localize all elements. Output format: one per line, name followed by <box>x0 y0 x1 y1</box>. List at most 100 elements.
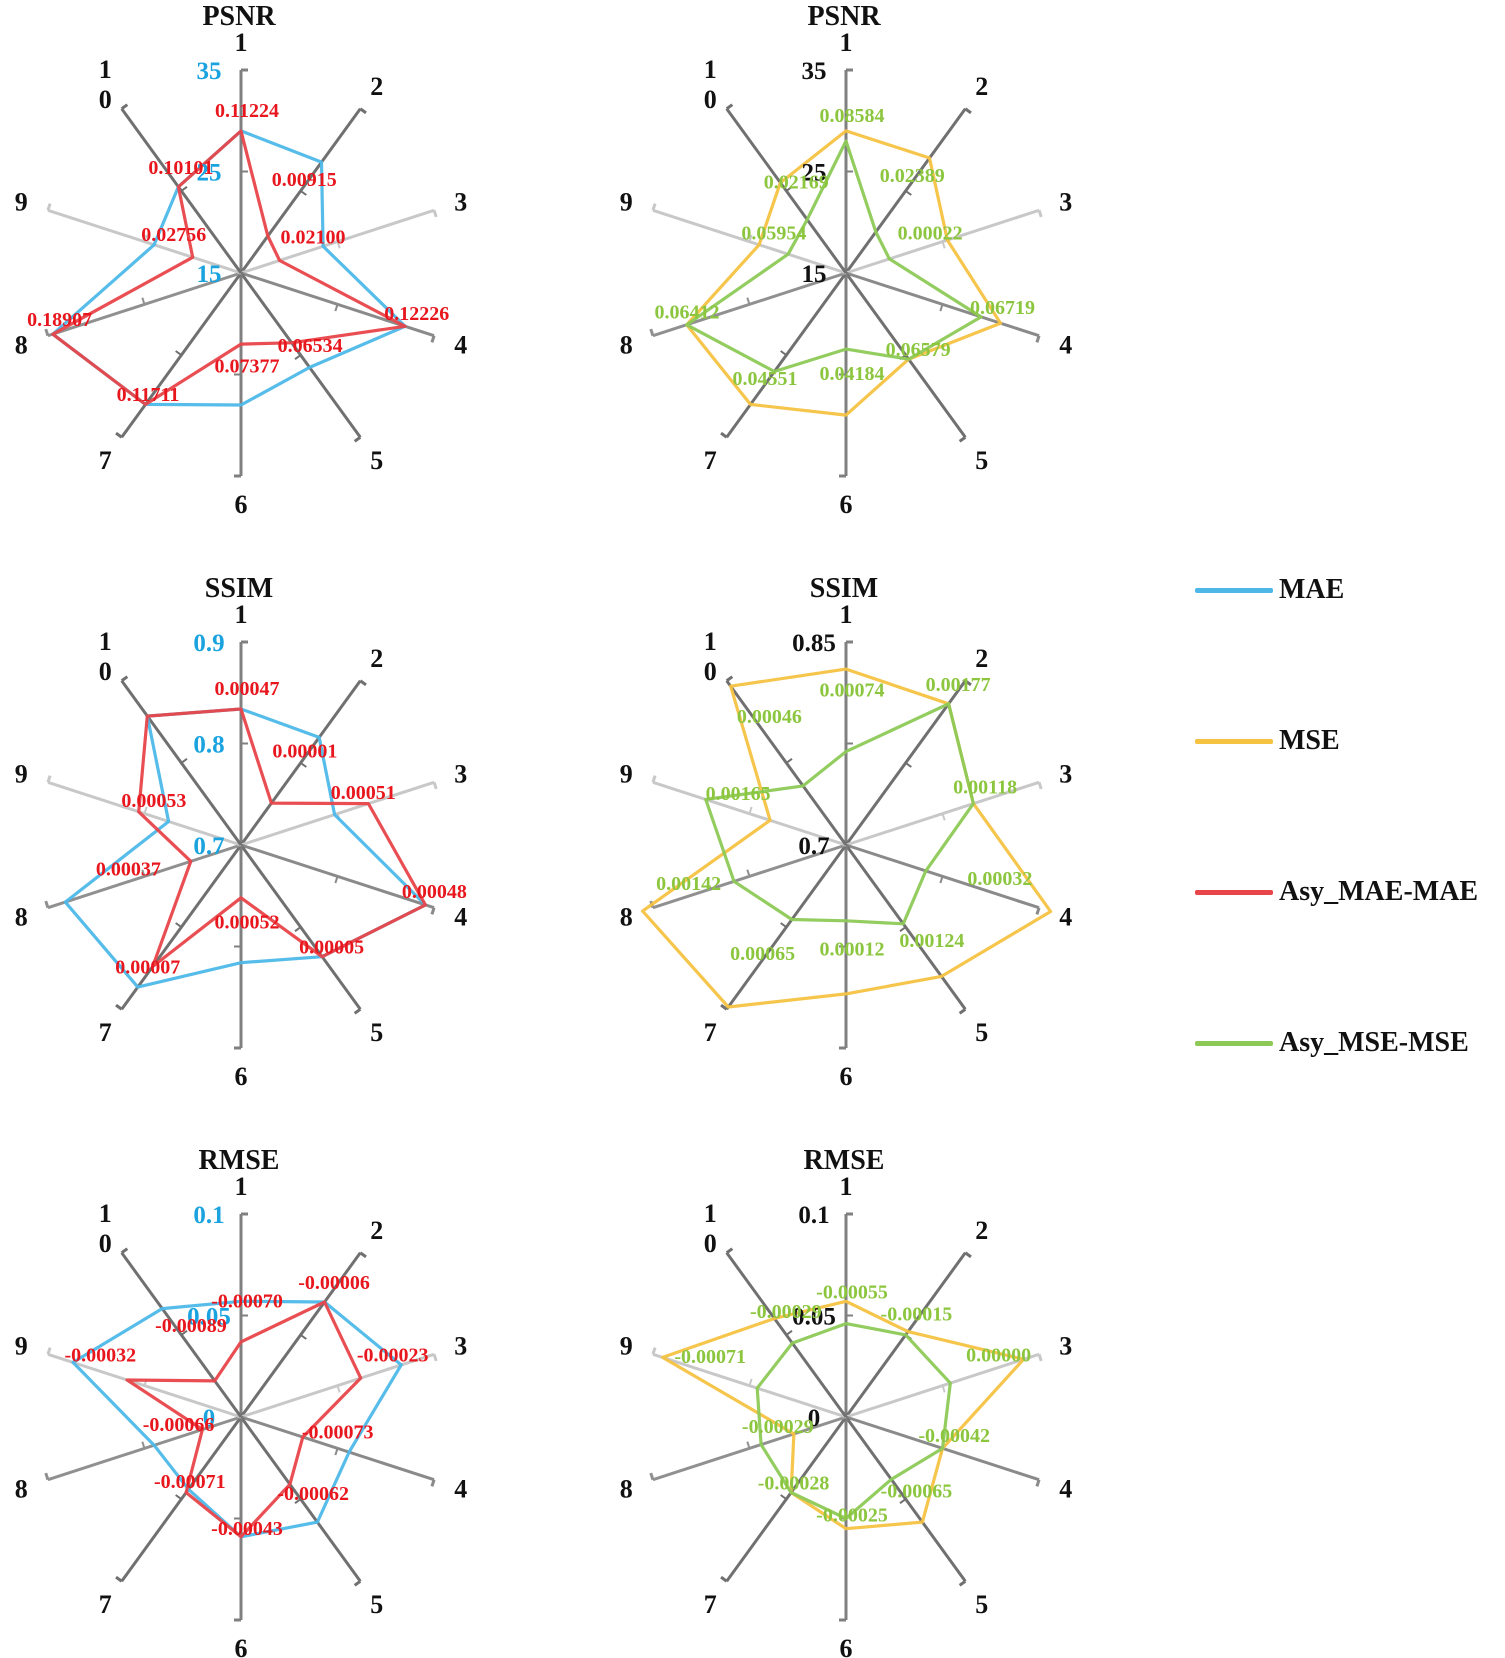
axis-label-2: 2 <box>370 644 383 673</box>
difference-label-10: -0.00089 <box>155 1315 227 1337</box>
axis-tick <box>939 304 944 312</box>
axis-cap <box>115 1003 123 1011</box>
axis-cap <box>430 335 436 343</box>
axis-label-4: 4 <box>1059 1474 1072 1503</box>
difference-label-6: -0.00025 <box>816 1505 888 1527</box>
axis-cap <box>432 209 438 218</box>
axis-label-9: 9 <box>15 1332 28 1361</box>
axis-label-2: 2 <box>975 644 988 673</box>
tick-label: 0.05 <box>792 1304 836 1331</box>
axis-label-5: 5 <box>975 446 988 475</box>
difference-label-6: 0.04184 <box>820 363 885 385</box>
axis-tick <box>336 241 341 249</box>
chart-title: PSNR <box>807 1 881 32</box>
tick-label: 0.7 <box>798 833 829 860</box>
difference-label-1: -0.00055 <box>816 1281 888 1303</box>
axis-label-1: 1 <box>840 600 853 629</box>
axis-cap <box>958 1008 967 1015</box>
axis-tick <box>143 234 148 242</box>
axis-label-3: 3 <box>1059 188 1072 217</box>
difference-label-6: 0.07377 <box>215 356 280 378</box>
axis-cap <box>46 203 52 211</box>
difference-label-4: -0.00042 <box>918 1425 990 1447</box>
axis-cap <box>430 907 436 915</box>
axis-tick <box>780 1494 787 1500</box>
axis-cap <box>720 1575 728 1583</box>
axis-tick <box>905 190 912 196</box>
chart-title: RMSE <box>199 1145 280 1176</box>
axis-cap <box>1037 1353 1043 1362</box>
chart-title: SSIM <box>205 573 273 604</box>
difference-label-9: 0.00165 <box>706 783 771 805</box>
legend-swatch <box>1195 587 1273 593</box>
difference-label-1: -0.00070 <box>211 1291 283 1313</box>
axis-tick <box>905 762 912 768</box>
axis-label-1: 1 <box>840 1172 853 1201</box>
tick-label: 0 <box>203 1405 216 1432</box>
axis-line-3 <box>240 208 435 275</box>
difference-label-3: 0.00118 <box>953 777 1017 799</box>
axis-cap <box>649 328 655 337</box>
axis-cap <box>353 1008 362 1015</box>
axis-tick <box>748 1378 753 1386</box>
axis-label-3: 3 <box>454 760 467 789</box>
legend-item-mae: MAE <box>1195 570 1344 610</box>
legend-label: Asy_MSE-MSE <box>1279 1027 1469 1058</box>
axis-cap <box>651 775 657 783</box>
legend-item-asy-mae-mae: Asy_MAE-MAE <box>1195 872 1478 912</box>
axis-cap <box>44 1472 50 1481</box>
series-asy-mse-mse <box>685 139 983 374</box>
difference-label-7: 0.04551 <box>732 368 797 390</box>
tick-label: 0.1 <box>798 1202 829 1229</box>
difference-label-7: 0.00007 <box>115 957 180 979</box>
axis-line-3 <box>845 208 1040 275</box>
axis-label-8: 8 <box>620 1474 633 1503</box>
axis-tick <box>175 350 182 356</box>
axis-cap <box>359 107 367 115</box>
axis-label-3: 3 <box>1059 1332 1072 1361</box>
axis-tick <box>141 1441 146 1449</box>
axis-tick <box>941 813 946 821</box>
axis-cap <box>353 1580 362 1587</box>
axis-label-9: 9 <box>620 188 633 217</box>
difference-label-7: -0.00028 <box>758 1472 830 1494</box>
axis-tick <box>899 926 907 933</box>
axis-label-4: 4 <box>454 1474 467 1503</box>
difference-label-10: 0.10101 <box>148 157 213 179</box>
tick-label: 0.9 <box>193 630 224 657</box>
difference-label-9: 0.00053 <box>121 790 186 812</box>
difference-label-5: -0.00065 <box>881 1481 953 1503</box>
axis-tick <box>748 234 753 242</box>
difference-label-4: 0.00048 <box>402 881 467 903</box>
axis-cap <box>359 1251 367 1259</box>
difference-label-2: 0.00915 <box>272 169 337 191</box>
axis-cap <box>46 1347 52 1355</box>
chart-title: SSIM <box>810 573 878 604</box>
series-mae <box>63 707 427 989</box>
difference-label-3: 0.00022 <box>898 223 963 245</box>
axis-cap <box>725 675 734 682</box>
axis-cap <box>1035 1479 1041 1487</box>
axis-tick <box>785 185 793 192</box>
difference-label-5: 0.00124 <box>899 930 964 952</box>
legend-item-asy-mse-mse: Asy_MSE-MSE <box>1195 1023 1469 1063</box>
axis-label-6: 6 <box>840 1062 853 1091</box>
chart-title: RMSE <box>804 1145 885 1176</box>
axis-cap <box>651 203 657 211</box>
tick-label: 15 <box>197 261 222 288</box>
series-asy-mse-mse <box>704 702 976 926</box>
legend-swatch <box>1195 889 1273 895</box>
axis-tick <box>300 190 307 196</box>
axis-cap <box>115 1575 123 1583</box>
axis-cap <box>958 1580 967 1587</box>
axis-label-7: 7 <box>99 1018 112 1047</box>
axis-label-4: 4 <box>454 330 467 359</box>
axis-tick <box>334 876 339 884</box>
